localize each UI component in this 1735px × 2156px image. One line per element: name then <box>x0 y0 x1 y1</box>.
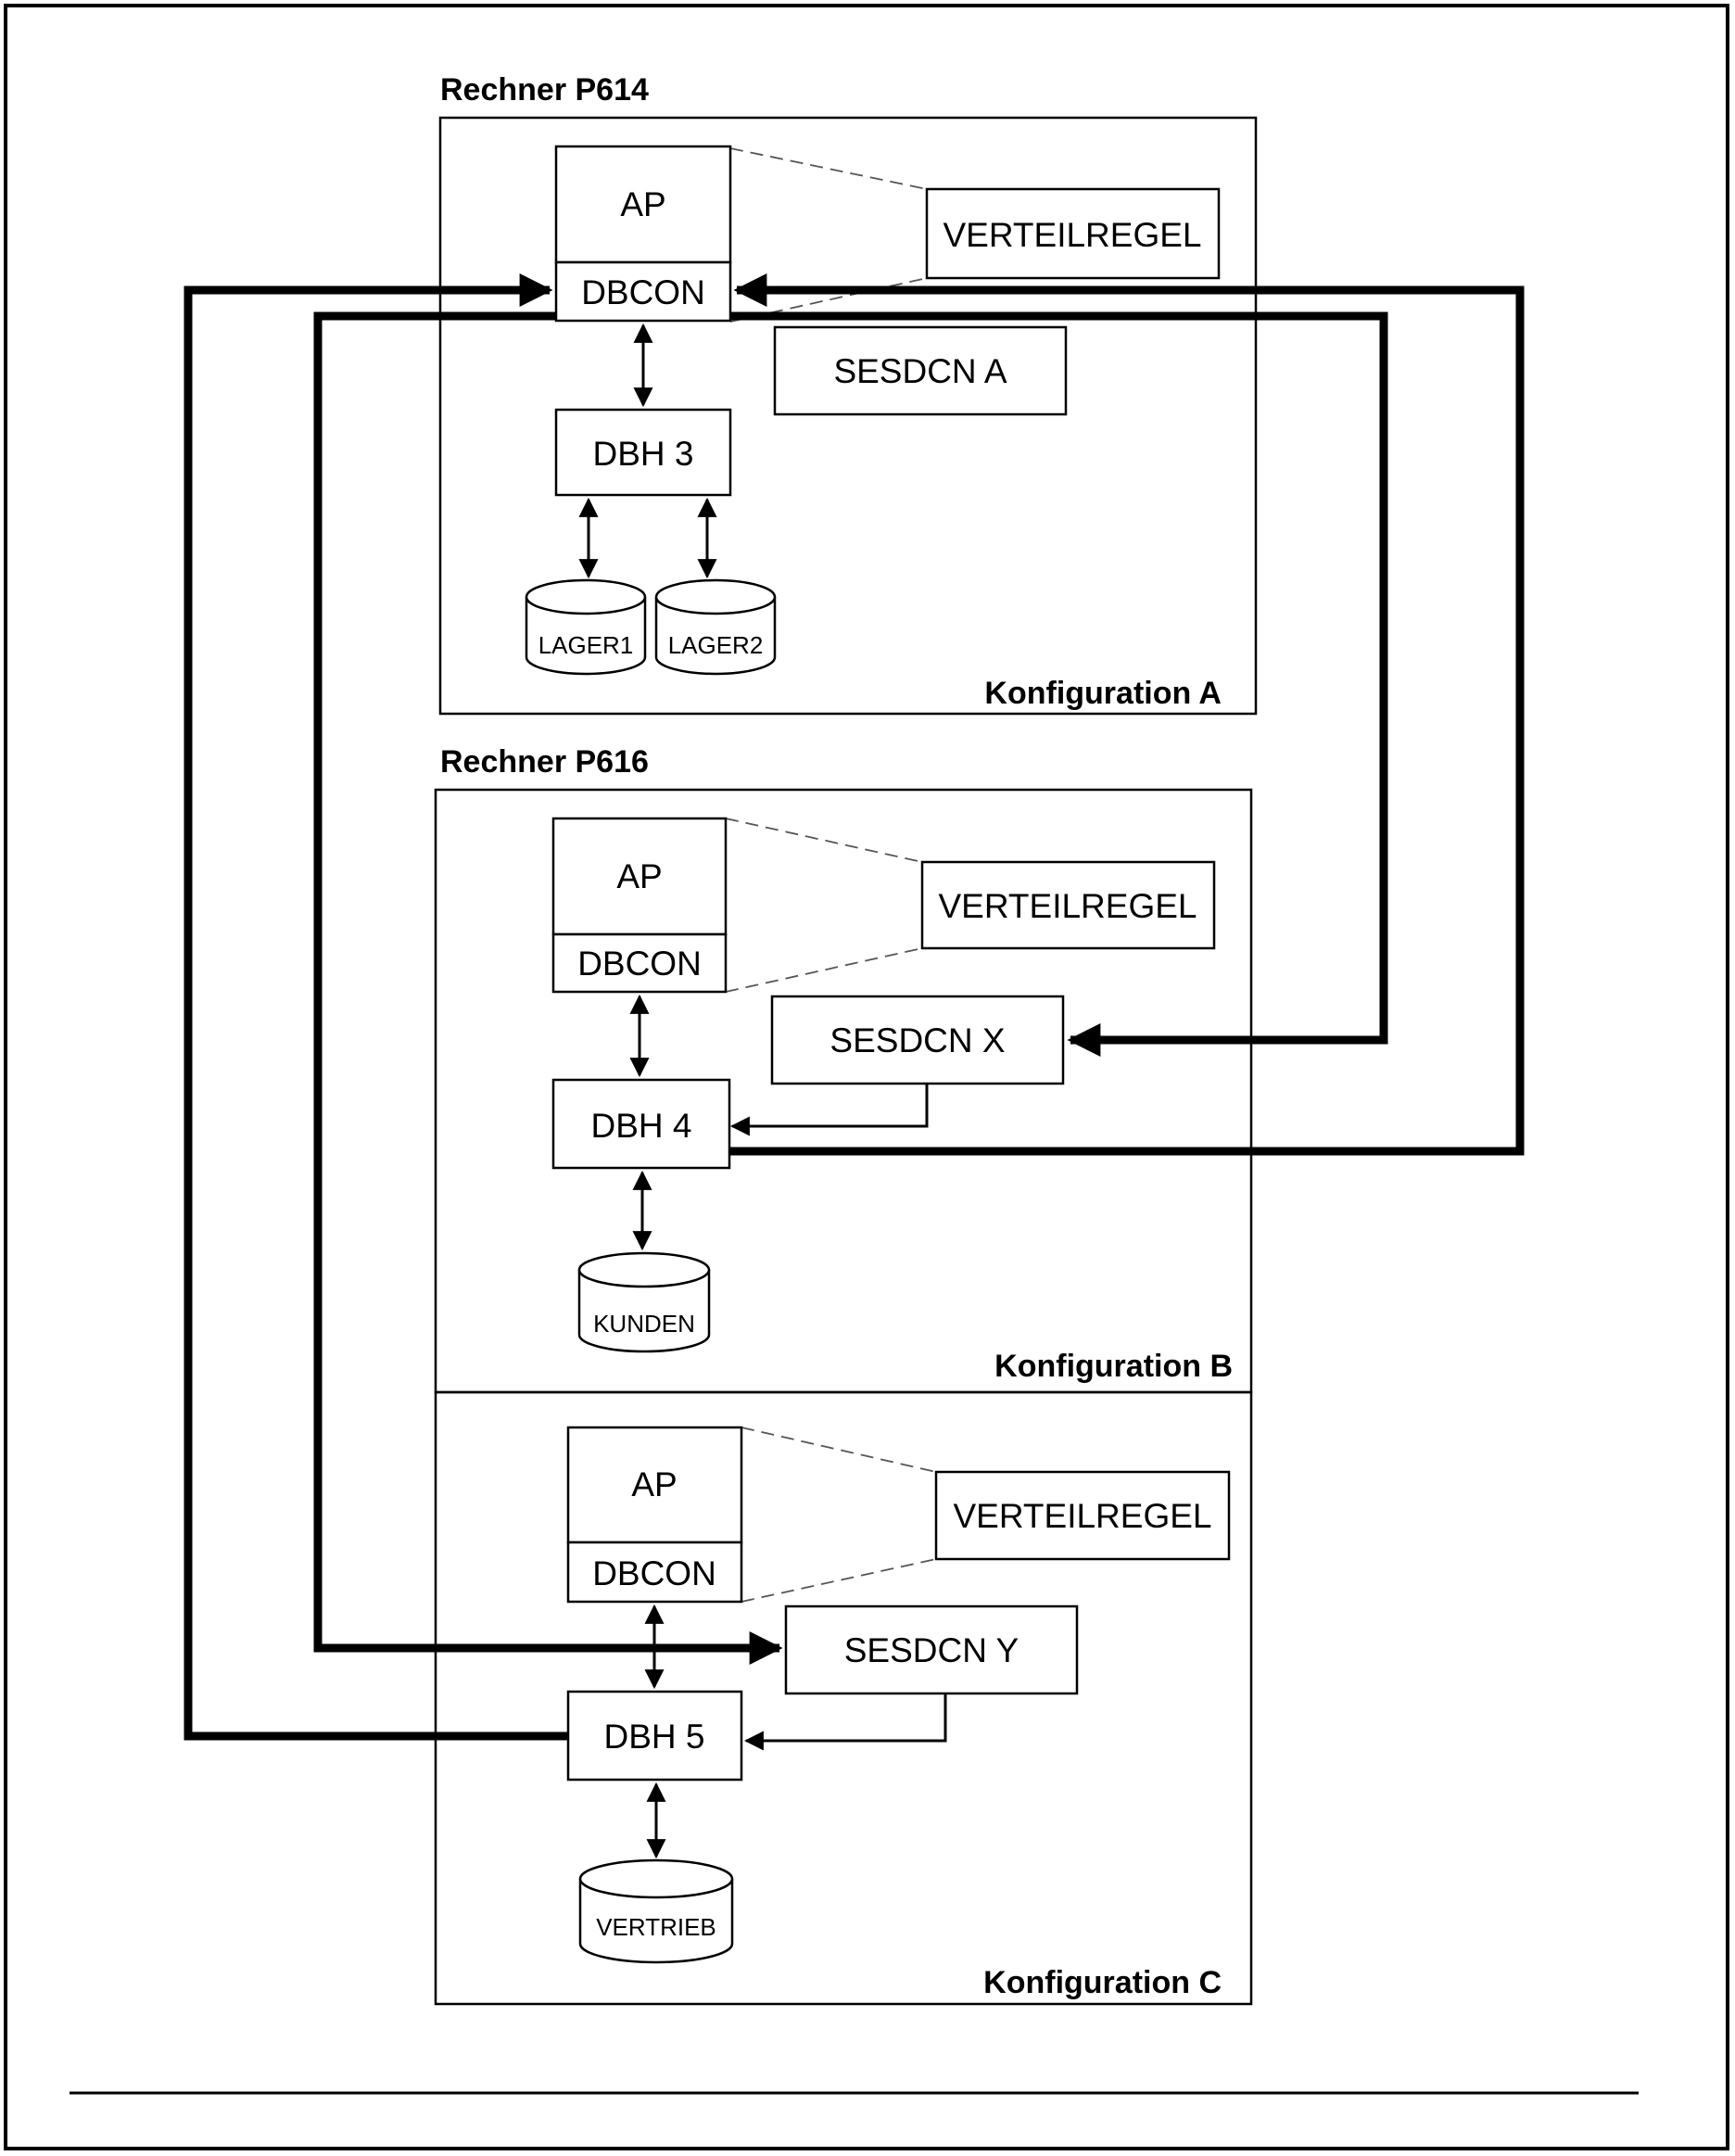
database-label: VERTRIEB <box>596 1913 716 1941</box>
dbh-box <box>551 1078 731 1170</box>
rechner-p616-heading: Rechner P616 <box>440 744 649 780</box>
database-lager2: LAGER2 <box>654 578 777 676</box>
dbcon-box <box>554 260 732 323</box>
config-a-label: Konfiguration A <box>984 676 1222 711</box>
dbh-label: DBH 5 <box>604 1718 705 1756</box>
dbh-box <box>566 1690 743 1782</box>
database-kunden: KUNDEN <box>577 1251 711 1353</box>
database-label: KUNDEN <box>593 1310 695 1338</box>
dbcon-a-to-sesdcn-x-connection <box>730 311 1388 1057</box>
dbcon-label: DBCON <box>592 1554 716 1592</box>
verteilregel-box <box>920 860 1216 950</box>
dbh5-to-dbcon-a-connection <box>184 273 568 1741</box>
verteilregel-label: VERTEILREGEL <box>939 887 1197 925</box>
config-a: AP DBCON VERTEILREGEL SESDCN A DBH 3 LAG… <box>525 145 1221 676</box>
ap-label: AP <box>616 857 662 895</box>
config-b-label: Konfiguration B <box>994 1349 1233 1384</box>
database-lager1: LAGER1 <box>525 578 647 676</box>
dbcon-box <box>551 932 728 994</box>
sesdcn-label: SESDCN A <box>833 352 1007 390</box>
dbh-label: DBH 3 <box>593 435 694 473</box>
config-c: AP DBCON VERTEILREGEL SESDCN Y DBH 5 VER… <box>566 1426 1231 1964</box>
verteilregel-box <box>934 1470 1231 1561</box>
dbh4-to-dbcon-a-connection <box>729 273 1525 1156</box>
dbh-box <box>554 408 732 497</box>
dbcon-label: DBCON <box>581 273 705 311</box>
dbcon-a-to-sesdcn-y-connection <box>313 311 783 1665</box>
verteilregel-label: VERTEILREGEL <box>943 216 1202 254</box>
sesdcn-label: SESDCN X <box>830 1021 1005 1059</box>
sesdcn-box <box>773 325 1068 416</box>
rechner-p614-heading: Rechner P614 <box>440 72 649 108</box>
verteilregel-box <box>925 187 1221 280</box>
sesdcn-dbh-arrow <box>729 1084 929 1136</box>
dbh-label: DBH 4 <box>591 1107 692 1145</box>
dbcon-box <box>566 1541 743 1604</box>
config-b: AP DBCON VERTEILREGEL SESDCN X DBH 4 KUN… <box>551 817 1216 1353</box>
sesdcn-box <box>784 1604 1079 1695</box>
ap-box <box>554 145 732 264</box>
sesdcn-box <box>770 995 1065 1085</box>
ap-label: AP <box>620 185 665 223</box>
database-label: LAGER1 <box>538 631 634 659</box>
config-c-frame <box>434 1390 1253 2006</box>
page-frame <box>4 4 1729 2150</box>
verteilregel-label: VERTEILREGEL <box>954 1497 1212 1535</box>
database-vertrieb: VERTRIEB <box>578 1858 734 1964</box>
config-a-frame <box>438 116 1258 716</box>
sesdcn-dbh-arrow <box>743 1693 947 1751</box>
dbcon-label: DBCON <box>577 945 702 983</box>
config-c-label: Konfiguration C <box>983 1965 1222 2000</box>
ap-label: AP <box>631 1465 677 1503</box>
sesdcn-label: SESDCN Y <box>844 1631 1019 1669</box>
ap-box <box>566 1426 743 1544</box>
database-label: LAGER2 <box>668 631 764 659</box>
ap-box <box>551 817 728 936</box>
